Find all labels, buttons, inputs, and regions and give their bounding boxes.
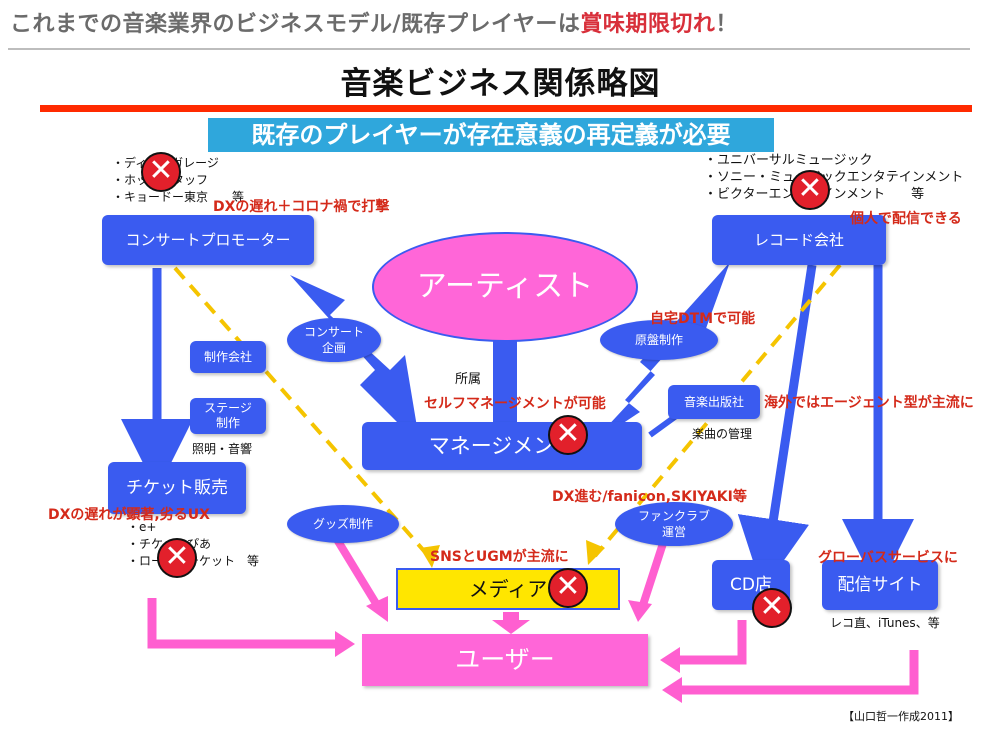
x-mark-icon: ✕ xyxy=(157,538,197,578)
oval-artist: アーティスト xyxy=(372,232,638,342)
list-item: ・ユニバーサルミュージック xyxy=(704,153,873,168)
note-promoter: DXの遅れ＋コロナ禍で打撃 xyxy=(213,199,390,215)
record-list: ・ユニバーサルミュージック ・ソニー・ミュージックエンタテインメント ・ビクター… xyxy=(704,152,963,203)
list-item: ・キョードー東京 等 xyxy=(112,190,245,204)
header-end: ！ xyxy=(715,12,738,37)
list-item: ・e+ xyxy=(127,520,157,534)
note-dtm: 自宅DTMで可能 xyxy=(650,311,756,327)
label-affiliation: 所属 xyxy=(455,372,482,387)
oval-goods-production: グッズ制作 xyxy=(287,505,399,543)
oval-master-production: 原盤制作 xyxy=(600,320,718,360)
x-mark-icon: ✕ xyxy=(548,415,588,455)
page-title: 音楽ビジネス関係略図 xyxy=(340,66,661,102)
arrow-to-promoter xyxy=(290,275,420,445)
arrow-artist-stem xyxy=(493,330,517,422)
box-production-company: 制作会社 xyxy=(190,341,266,373)
note-sns: SNSとUGMが主流に xyxy=(430,549,569,565)
note-dx: DX進む/fanicon,SKIYAKI等 xyxy=(552,489,747,505)
note-ticket: DXの遅れが顕著,劣るUX xyxy=(48,507,210,523)
box-record-company: レコード会社 xyxy=(712,215,886,265)
pink-cd-user xyxy=(675,620,747,665)
label-song-management: 楽曲の管理 xyxy=(692,427,753,441)
list-item: ・ビクターエンタテインメント 等 xyxy=(704,187,925,202)
banner: 既存のプレイヤーが存在意義の再定義が必要 xyxy=(208,118,774,152)
box-music-publisher: 音楽出版社 xyxy=(668,385,760,419)
note-record: 個人で配信できる xyxy=(850,211,962,227)
box-stage-production: ステージ 制作 xyxy=(190,398,266,434)
x-mark-icon: ✕ xyxy=(752,588,792,628)
header-text: これまでの音楽業界のビジネスモデル/既存プレイヤーは賞味期限切れ！ xyxy=(10,6,738,38)
x-mark-icon: ✕ xyxy=(790,170,830,210)
box-ticket-sales: チケット販売 xyxy=(108,462,246,514)
x-mark-icon: ✕ xyxy=(141,152,181,192)
note-agent: 海外ではエージェント型が主流に xyxy=(764,395,974,411)
header-rule xyxy=(8,48,970,50)
list-item: ・ソニー・ミュージックエンタテインメント xyxy=(704,170,964,185)
pink-ticket-user xyxy=(147,598,340,649)
note-self-management: セルフマネージメントが可能 xyxy=(424,396,606,412)
dashed-promoter-media xyxy=(173,266,434,562)
header-main: これまでの音楽業界のビジネスモデル/既存プレイヤーは xyxy=(10,12,581,37)
label-lighting: 照明・音響 xyxy=(192,442,253,456)
oval-fanclub: ファンクラブ 運営 xyxy=(615,502,733,546)
arrow-record-cd xyxy=(737,264,817,591)
title-underline-bar xyxy=(40,105,972,112)
pink-distribution-user xyxy=(678,650,919,695)
note-global: グローバスサービスに xyxy=(818,550,958,566)
box-management: マネージメント xyxy=(362,422,642,470)
header-red-text: 賞味期限切れ xyxy=(580,12,716,37)
label-distribution-examples: レコ直、iTunes、等 xyxy=(830,616,940,630)
box-distribution-site: 配信サイト xyxy=(822,560,938,610)
oval-concert-planning: コンサート 企画 xyxy=(287,318,381,362)
box-user: ユーザー xyxy=(362,634,648,686)
credit: 【山口哲一作成2011】 xyxy=(843,710,959,723)
box-concert-promoter: コンサートプロモーター xyxy=(102,215,314,265)
x-mark-icon: ✕ xyxy=(548,568,588,608)
